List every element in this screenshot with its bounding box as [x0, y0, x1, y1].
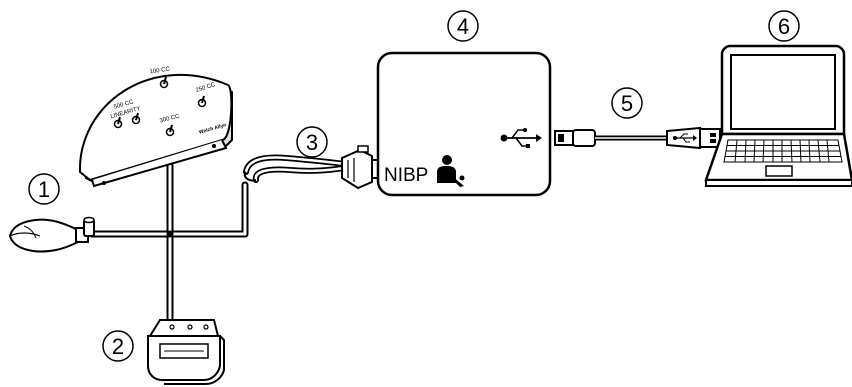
callout-2: 2	[102, 330, 134, 362]
usb-icon	[500, 128, 542, 148]
toggle-switch-500cc-a	[113, 116, 123, 129]
callout-3-label: 3	[306, 130, 318, 155]
usb-icon	[673, 133, 697, 143]
tube-junction	[166, 230, 174, 238]
inflation-bulb-icon	[8, 216, 95, 253]
touchpad	[765, 165, 793, 177]
patient-icon	[437, 155, 465, 187]
toggle-switch-300cc	[165, 124, 175, 137]
blood-pressure-simulator: 100 CC 250 CC 500 CC LINEARITY 300 CC We…	[78, 67, 233, 188]
callout-4-label: 4	[457, 14, 469, 39]
toggle-switch-250cc	[197, 95, 207, 108]
callout-3: 3	[296, 126, 328, 158]
nibp-label: NIBP	[384, 165, 428, 186]
usb-cable	[554, 126, 721, 150]
callout-1-label: 1	[38, 177, 50, 202]
callout-4: 4	[447, 10, 479, 42]
callout-2-label: 2	[112, 334, 124, 359]
keyboard	[723, 139, 843, 163]
callout-5: 5	[611, 87, 643, 119]
label-500cc: 500 CC	[113, 99, 135, 111]
foot	[102, 181, 106, 185]
nibp-hose-connector	[243, 145, 381, 190]
toggle-switch-100cc	[159, 76, 169, 89]
label-300cc: 300 CC	[159, 113, 181, 124]
tubing-inner	[90, 163, 247, 320]
foot	[212, 144, 216, 148]
callout-5-label: 5	[621, 91, 633, 116]
laptop-icon	[704, 44, 852, 187]
callout-1: 1	[28, 173, 60, 205]
nibp-module: NIBP	[376, 51, 552, 197]
callout-6-label: 6	[778, 14, 790, 39]
pressure-gauge-device	[147, 319, 225, 385]
callout-6: 6	[768, 10, 800, 42]
toggle-switch-500cc-b	[131, 112, 141, 125]
label-100cc: 100 CC	[149, 67, 171, 76]
